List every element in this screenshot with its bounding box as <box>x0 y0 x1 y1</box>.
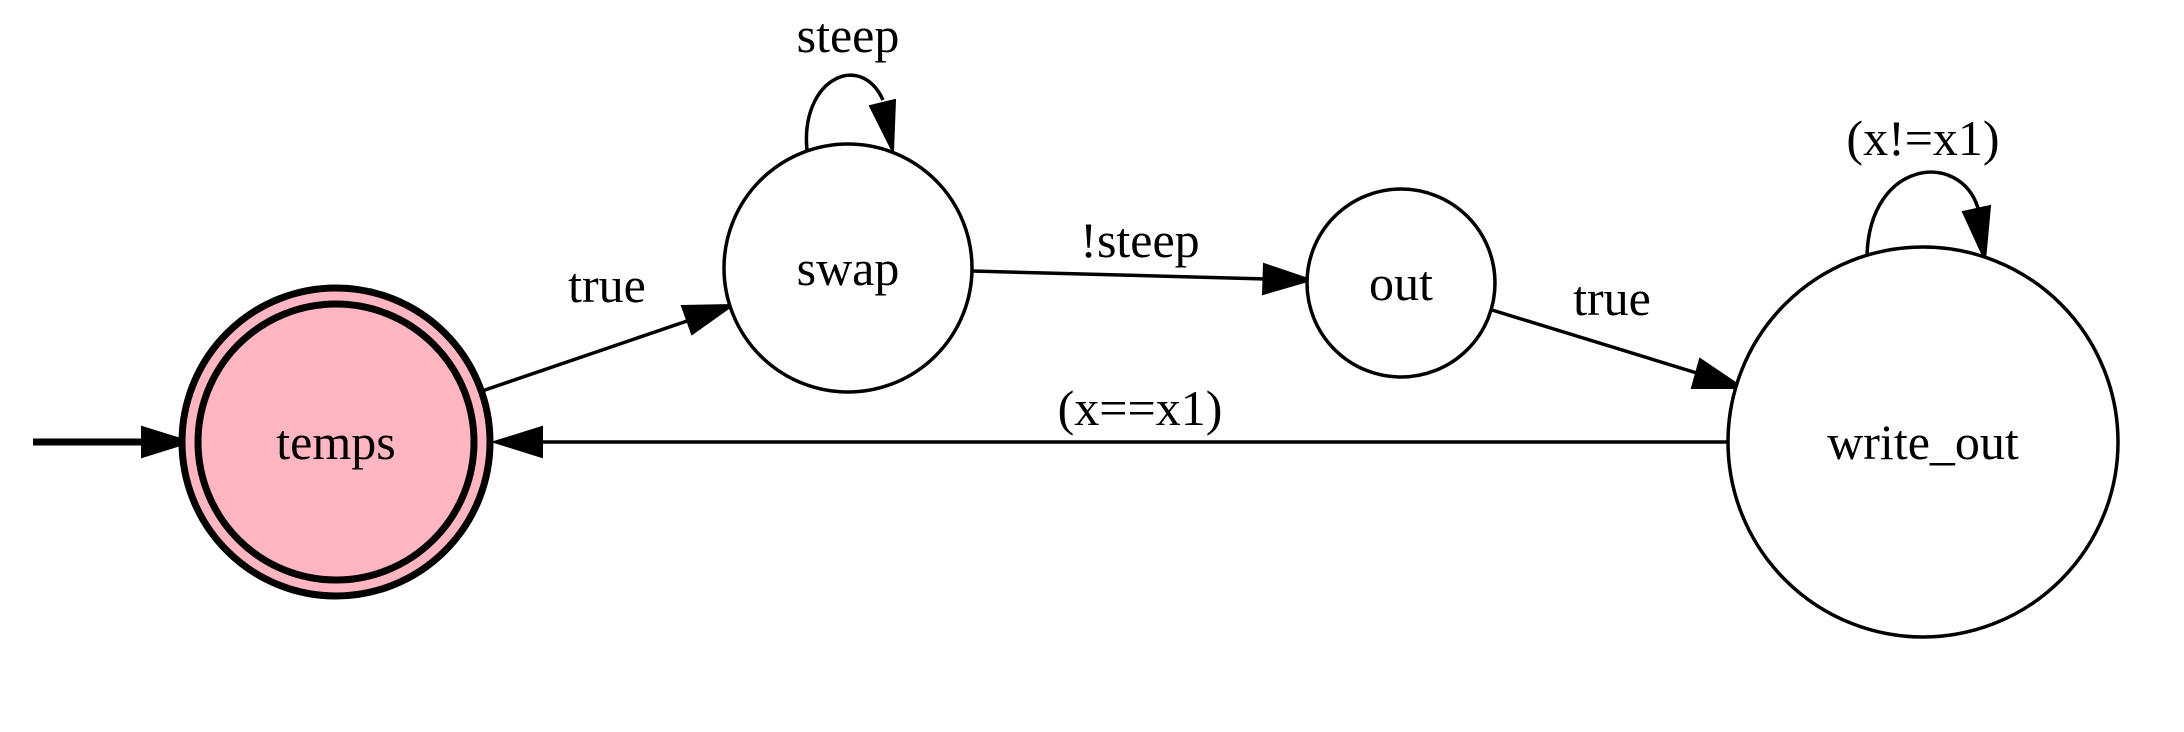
edge-swap-to-out <box>971 262 1315 296</box>
edge-out-to-write-out <box>1491 308 1747 389</box>
edge-label-write-out-to-temps: (x==x1) <box>1058 380 1223 436</box>
state-write-out: write_out <box>1726 245 2120 639</box>
edge-label-write-out-self-loop: (x!=x1) <box>1846 110 1999 166</box>
edge-label-temps-to-swap: true <box>568 257 646 313</box>
state-temps-label: temps <box>276 414 395 470</box>
edge-label-swap-to-out: !steep <box>1080 212 1199 268</box>
state-write-out-label: write_out <box>1827 414 2019 470</box>
state-out: out <box>1305 187 1497 379</box>
state-temps: temps <box>178 284 494 600</box>
start-arrow <box>33 425 194 459</box>
edge-swap-self-loop <box>804 73 897 153</box>
edge-temps-to-swap <box>481 303 737 393</box>
state-out-label: out <box>1369 255 1433 311</box>
edge-label-out-to-write-out: true <box>1573 270 1651 326</box>
edge-label-swap-self-loop: steep <box>797 7 900 63</box>
edge-write-out-to-temps <box>490 425 1730 459</box>
state-swap-label: swap <box>797 240 900 296</box>
state-swap: swap <box>722 142 974 394</box>
edge-write-out-self-loop <box>1865 170 1992 264</box>
